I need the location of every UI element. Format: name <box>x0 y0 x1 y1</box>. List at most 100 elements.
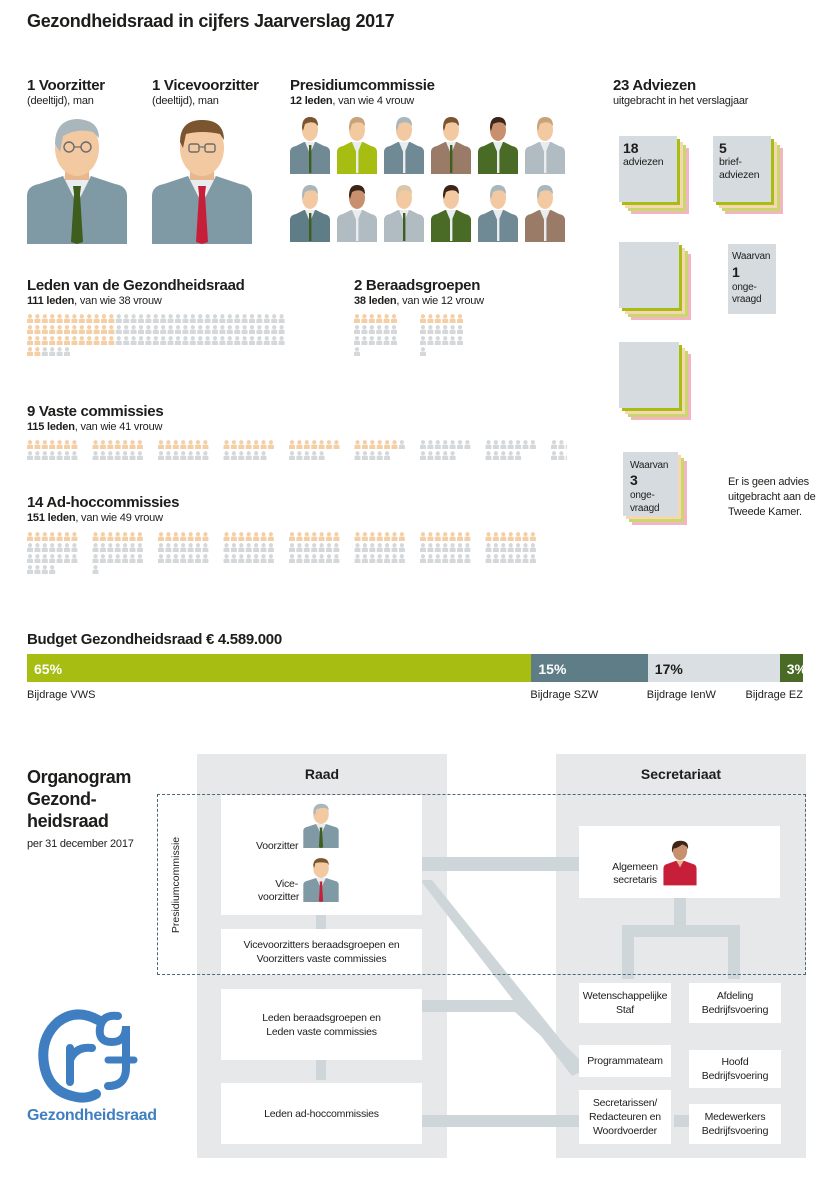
waarvan-3-stack <box>623 452 693 532</box>
leden-pictogram-svg <box>27 314 285 356</box>
budget-segment-3: 17% <box>647 654 780 682</box>
presidium-heading: Presidiumcommissie <box>290 77 435 94</box>
beraadsgroepen-heading: 2 Beraadsgroepen <box>354 277 481 294</box>
presidium-member-6 <box>525 117 565 174</box>
waarvan-1-pre: Waarvan <box>732 251 771 262</box>
vicevoorzitter-heading: 1 Vicevoorzitter <box>152 77 259 94</box>
org-hoofd-1: Hoofd <box>721 1056 749 1068</box>
adviezen-stack-2 <box>619 242 694 324</box>
vaste-heading: 9 Vaste commissies <box>27 403 164 420</box>
gezondheidsraad-logo-icon <box>38 1009 138 1103</box>
budget-label-1: Bijdrage VWS <box>27 689 96 701</box>
presidium-vertical-label: Presidiumcommissie <box>170 836 182 934</box>
vaste-sub-bold: 115 leden <box>27 421 75 433</box>
beraadsgroepen-pictogram-svg <box>354 314 463 356</box>
org-vice-label: Vice- voorzitter <box>258 878 300 904</box>
waarvan-1-num: 1 <box>732 264 740 280</box>
presidium-member-1 <box>290 117 330 174</box>
vaste-pictogram <box>27 440 602 483</box>
adviezen-note: Er is geen advies uitgebracht aan de Twe… <box>728 475 816 520</box>
presidium-member-12 <box>525 185 565 242</box>
org-algemeen: Algemeen secretaris <box>605 861 665 887</box>
vaste-pictogram-svg <box>27 440 602 460</box>
beraadsgroepen-pictogram <box>354 314 484 367</box>
adhoc-sub-rest: , van wie 49 vrouw <box>75 512 163 524</box>
org-afdeling-1: Afdeling <box>716 990 754 1002</box>
organogram-date: per 31 december 2017 <box>27 838 134 850</box>
beraadsgroepen-sub-bold: 38 leden <box>354 295 397 307</box>
presidium-member-9 <box>384 185 424 242</box>
adviezen-sub: uitgebracht in het verslagjaar <box>613 95 749 107</box>
voorzitter-figure <box>27 119 127 244</box>
presidium-member-4 <box>431 117 471 174</box>
org-adhoc: Leden ad-hoccommissies <box>264 1107 379 1120</box>
org-secretarissen-2: Redacteuren en <box>589 1111 661 1123</box>
presidium-member-10 <box>431 185 471 242</box>
org-vicevoorzitters-2: Voorzitters vaste commissies <box>256 953 387 965</box>
vicevoorzitter-sub: (deeltijd), man <box>152 95 219 107</box>
adhoc-box: Leden ad-hoccommissies <box>221 1083 422 1144</box>
presidium-member-5 <box>478 117 518 174</box>
note-line-1: Er is geen advies <box>728 476 809 488</box>
org-algemeen-1: Algemeen <box>612 861 658 873</box>
leden-sub-bold: 111 leden <box>27 295 75 307</box>
org-medewerkers-2: Bedrijfsvoering <box>701 1125 769 1137</box>
vaste-sub: 115 leden, van wie 41 vrouw <box>27 421 162 433</box>
briefadviezen-label-1: brief- <box>719 156 742 168</box>
voorzitter-heading: 1 Voorzitter <box>27 77 105 94</box>
vaste-sub-rest: , van wie 41 vrouw <box>74 421 163 433</box>
org-wetenschap-1: Wetenschappelijke <box>582 990 668 1002</box>
waarvan-1-l2: vraagd <box>732 294 762 305</box>
org-leden-1: Leden beraadsgroepen en <box>262 1011 381 1024</box>
adviezen-label: adviezen <box>623 156 664 168</box>
adhoc-pictogram <box>27 532 567 589</box>
budget-label-2: Bijdrage SZW <box>530 689 599 701</box>
connector-leden-programma <box>420 1000 580 1072</box>
secretariaat-header: Secretariaat <box>640 766 722 782</box>
presidium-member-3 <box>384 117 424 174</box>
connector-leden-down <box>316 1060 326 1080</box>
presidium-sub: 12 leden, van wie 4 vrouw <box>290 95 414 107</box>
briefadviezen-count: 5 <box>719 140 727 156</box>
connector-voorzitter-secretaris <box>421 857 581 871</box>
waarvan-1-card <box>728 244 776 314</box>
org-secretarissen-3: Woordvoerder <box>593 1125 657 1137</box>
connector-horizontal-branch <box>622 925 740 937</box>
note-line-2: uitgebracht aan de <box>728 491 816 503</box>
org-vice-2: voorzitter <box>258 891 300 903</box>
budget-heading: Budget Gezondheidsraad € 4.589.000 <box>27 631 282 648</box>
organogram-title: Organogram Gezond- heidsraad <box>27 766 131 832</box>
beraadsgroepen-sub: 38 leden, van wie 12 vrouw <box>354 295 484 307</box>
adhoc-sub-bold: 151 leden <box>27 512 76 524</box>
org-algemeen-2: secretaris <box>613 874 657 886</box>
waarvan-3-l2: vraagd <box>630 503 660 514</box>
org-medewerkers-1: Medewerkers <box>704 1111 766 1123</box>
presidium-members <box>290 114 570 244</box>
presidium-sub-rest: , van wie 4 vrouw <box>332 95 415 107</box>
org-secretarissen-1: Secretarissen/ <box>592 1097 658 1109</box>
budget-segment-4: 3% <box>779 654 807 682</box>
voorzitter-sub: (deeltijd), man <box>27 95 94 107</box>
budget-segment-2: 15% <box>531 654 648 682</box>
budget-segment-1: 65% <box>27 654 532 682</box>
vicevoorzitter-figure <box>152 120 252 244</box>
org-programma: Programmateam <box>587 1055 663 1067</box>
budget-label-3: Bijdrage IenW <box>646 689 716 701</box>
presidium-frame <box>157 794 806 975</box>
adviezen-stack <box>619 136 691 226</box>
presidium-sub-bold: 12 leden <box>290 95 333 107</box>
connector-vice-down <box>316 912 326 932</box>
secretarissen-box: Secretarissen/Redacteuren en Woordvoerder <box>579 1090 671 1144</box>
presidium-member-8 <box>337 185 377 242</box>
leden-sub: 111 leden, van wie 38 vrouw <box>27 295 162 307</box>
waarvan-3-l1: onge- <box>630 490 655 501</box>
organogram-title-3: heidsraad <box>27 811 109 831</box>
organogram-title-2: Gezond- <box>27 789 97 809</box>
adviezen-count: 18 <box>623 140 639 156</box>
connector-to-afdeling <box>728 925 740 979</box>
